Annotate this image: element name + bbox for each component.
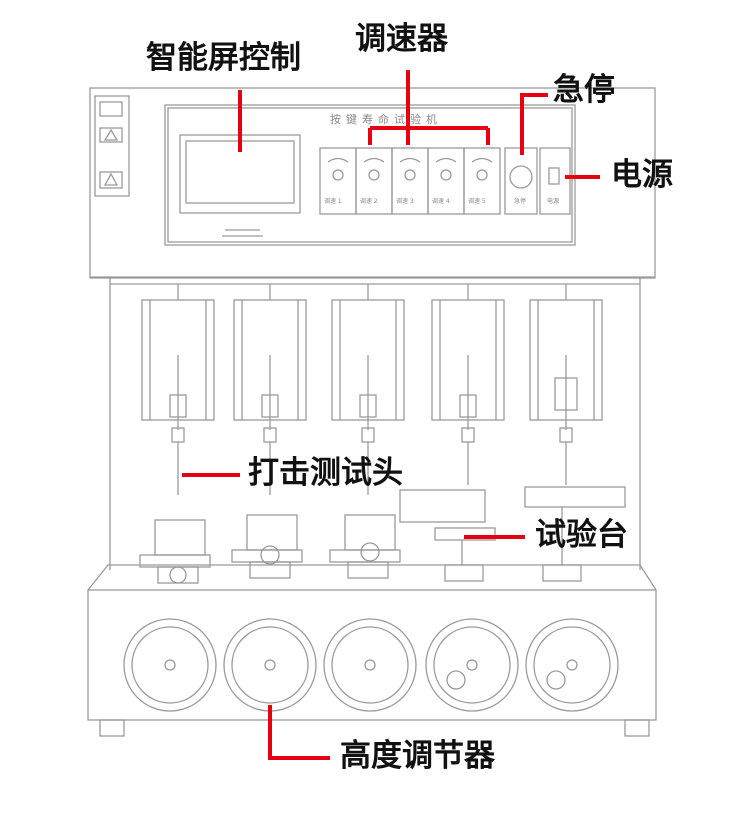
knob-label-3: 调速 3: [396, 198, 414, 205]
power-panel-label: 电源: [547, 198, 560, 205]
label-screen-control: 智能屏控制: [146, 40, 301, 76]
estop-panel-label: 急停: [514, 198, 527, 205]
callout-lines: [182, 70, 600, 760]
height-dials: [123, 618, 619, 712]
callout-line-height: [268, 705, 330, 760]
speed-knob-modules: [319, 147, 501, 215]
label-emergency-stop: 急停: [553, 72, 615, 108]
callout-line-estop: [520, 93, 548, 155]
panel-machine-title: 按键寿命试验机: [330, 113, 442, 126]
callout-line-speed: [368, 70, 490, 145]
knob-label-2: 调速 2: [360, 198, 378, 205]
lower-cabinet: [87, 589, 657, 721]
warning-stickers: [94, 95, 130, 197]
knob-label-5: 调速 5: [468, 198, 486, 205]
label-power: 电源: [611, 157, 673, 193]
label-speed-controller: 调速器: [355, 21, 448, 57]
power-module: [539, 147, 571, 215]
label-test-table: 试验台: [535, 517, 628, 553]
upper-cabinet: [89, 87, 656, 279]
label-height-adjuster: 高度调节器: [340, 738, 495, 774]
test-stations: [139, 284, 626, 584]
knob-label-4: 调速 4: [432, 198, 450, 205]
knob-label-1: 调速 1: [324, 198, 342, 205]
label-impact-head: 打击测试头: [248, 455, 403, 491]
